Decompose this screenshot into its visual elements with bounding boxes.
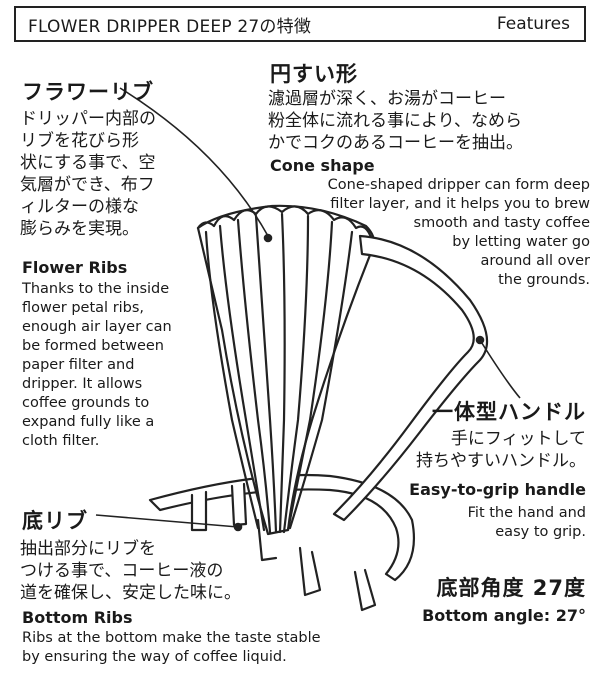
flower-ribs-title-jp: フラワーリブ: [22, 80, 154, 104]
flower-ribs-body-jp: ドリッパー内部の リブを花びら形 状にする事で、空 気層ができ、布フ ィルターの…: [20, 108, 210, 240]
handle-jp-line: 持ちやすいハンドル。: [416, 451, 586, 471]
header-title: FLOWER DRIPPER DEEP 27の特徴: [28, 16, 312, 37]
cone-shape-jp-line: 濾過層が深く、お湯がコーヒー: [268, 89, 506, 109]
flower-ribs-jp-line: 膨らみを実現。: [20, 219, 139, 239]
bottom-rib-5: [353, 568, 377, 612]
flower-ribs-en-line: dripper. It allows: [22, 376, 143, 392]
flower-ribs-jp-line: ドリッパー内部の: [20, 109, 156, 129]
bottom-ribs-title-jp: 底リブ: [22, 509, 88, 533]
pointer-bottom-ribs: [95, 514, 239, 528]
header-features: Features: [496, 14, 570, 34]
bottom-ribs-jp-line: 抽出部分にリブを: [20, 539, 156, 559]
petal-rib-5: [278, 212, 286, 534]
header-box: FLOWER DRIPPER DEEP 27の特徴 Features: [14, 6, 586, 42]
bottom-angle-title-en: Bottom angle: 27°: [422, 606, 586, 625]
flower-ribs-jp-line: ィルターの様な: [20, 197, 139, 217]
petal-rib-6: [282, 214, 310, 534]
flower-ribs-en-line: coffee grounds to: [22, 395, 150, 411]
flower-ribs-en-line: enough air layer can: [22, 319, 172, 335]
bottom-rib-1: [190, 490, 208, 532]
pointer-handle: [479, 339, 521, 399]
cone-shape-title-en: Cone shape: [270, 156, 375, 175]
cone-shape-en-line: the grounds.: [498, 272, 590, 288]
bottom-rib-3: [256, 518, 278, 562]
petal-rib-4: [254, 214, 278, 534]
pointer-handle-dot: [475, 335, 485, 345]
bottom-ribs-title-en: Bottom Ribs: [22, 608, 133, 627]
handle-en-line: Fit the hand and: [467, 505, 586, 521]
petal-rib-1: [204, 230, 260, 530]
flower-ribs-en-line: be formed between: [22, 338, 164, 354]
cone-shape-jp-line: かでコクのあるコーヒーを抽出。: [268, 133, 523, 153]
handle-en-line: easy to grip.: [495, 524, 586, 540]
flower-ribs-en-line: flower petal ribs,: [22, 300, 145, 316]
flower-ribs-en-line: cloth filter.: [22, 433, 100, 449]
handle-body-jp: 手にフィットして 持ちやすいハンドル。: [380, 428, 586, 472]
flower-ribs-jp-line: 状にする事で、空: [20, 153, 156, 173]
handle-jp-line: 手にフィットして: [450, 429, 586, 449]
cone-shape-body-jp: 濾過層が深く、お湯がコーヒー 粉全体に流れる事により、なめら かでコクのあるコー…: [268, 88, 586, 154]
petal-rib-2: [218, 224, 266, 532]
bottom-ribs-jp-line: つける事で、コーヒー液の: [20, 561, 224, 581]
bottom-angle-title-jp: 底部角度 27度: [436, 576, 586, 600]
bottom-ribs-body-en: Ribs at the bottom make the taste stable…: [22, 629, 321, 667]
flower-ribs-jp-line: 気層ができ、布フ: [20, 175, 155, 195]
cone-shape-en-line: by letting water go: [452, 234, 590, 250]
petal-rib-8: [288, 230, 354, 530]
bottom-ribs-body-jp: 抽出部分にリブを つける事で、コーヒー液の 道を確保し、安定した味に。: [20, 538, 310, 604]
cone-shape-en-line: Cone-shaped dripper can form deep: [327, 177, 590, 193]
cone-shape-en-line: filter layer, and it helps you to brew: [330, 196, 590, 212]
petal-rib-3: [236, 218, 272, 534]
pointer-flower-ribs-dot: [263, 233, 273, 243]
pointer-flower-ribs: [119, 87, 269, 237]
handle-title-jp: 一体型ハンドル: [432, 400, 586, 424]
bottom-ribs-jp-line: 道を確保し、安定した味に。: [20, 583, 241, 603]
cone-body: [196, 204, 376, 536]
handle-title-en: Easy-to-grip handle: [409, 480, 586, 499]
flower-ribs-title-en: Flower Ribs: [22, 258, 128, 277]
handle-body-en: Fit the hand and easy to grip.: [400, 504, 586, 542]
bottom-rib-2: [230, 482, 248, 527]
cone-shape-en-line: around all over: [480, 253, 590, 269]
bottom-ribs-en-line: Ribs at the bottom make the taste stable: [22, 630, 321, 646]
flower-ribs-body-en: Thanks to the inside flower petal ribs, …: [22, 280, 172, 451]
flower-ribs-en-line: paper filter and: [22, 357, 135, 373]
handle: [332, 234, 489, 522]
flower-ribs-en-line: Thanks to the inside: [22, 281, 170, 297]
cone-shape-title-jp: 円すい形: [270, 62, 358, 86]
pointer-bottom-ribs-dot: [233, 522, 243, 532]
bottom-rib-4: [298, 546, 322, 597]
cone-shape-jp-line: 粉全体に流れる事により、なめら: [268, 111, 522, 131]
petal-rib-7: [286, 220, 334, 532]
cone-shape-en-line: smooth and tasty coffee: [413, 215, 590, 231]
bottom-ribs-en-line: by ensuring the way of coffee liquid.: [22, 649, 287, 665]
flower-ribs-jp-line: リブを花びら形: [20, 131, 139, 151]
flower-ribs-en-line: expand fully like a: [22, 414, 155, 430]
rim-scallops: [196, 205, 374, 242]
cone-shape-body-en: Cone-shaped dripper can form deep filter…: [260, 176, 590, 290]
